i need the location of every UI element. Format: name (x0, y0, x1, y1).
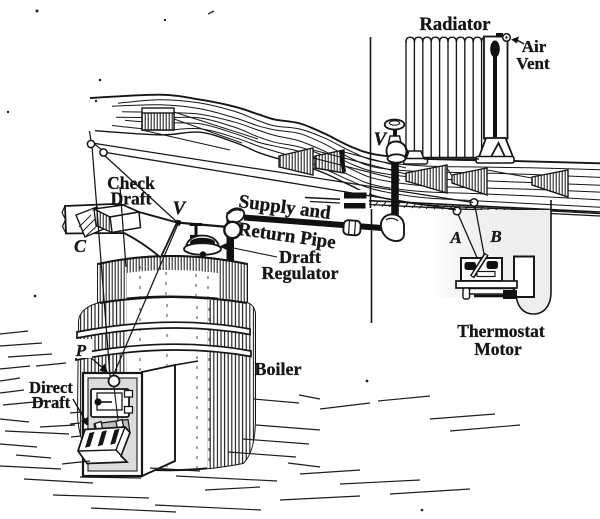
svg-text:Draft: Draft (111, 189, 152, 209)
svg-text:Radiator: Radiator (420, 15, 491, 35)
svg-text:Motor: Motor (474, 339, 522, 359)
svg-text:B: B (489, 227, 501, 246)
svg-text:Vent: Vent (516, 54, 550, 73)
svg-text:P: P (75, 341, 87, 360)
svg-text:A: A (449, 228, 461, 247)
svg-text:V: V (173, 198, 187, 219)
svg-text:Regulator: Regulator (262, 263, 339, 283)
svg-text:Direct: Direct (29, 378, 73, 397)
svg-text:Check: Check (107, 173, 155, 193)
svg-text:Thermostat: Thermostat (457, 321, 545, 341)
svg-text:Draft: Draft (279, 247, 321, 267)
svg-text:Boiler: Boiler (255, 359, 302, 379)
svg-text:V: V (374, 129, 388, 150)
svg-text:Air: Air (522, 37, 547, 56)
svg-text:C: C (74, 236, 87, 256)
svg-text:Draft: Draft (32, 393, 71, 412)
